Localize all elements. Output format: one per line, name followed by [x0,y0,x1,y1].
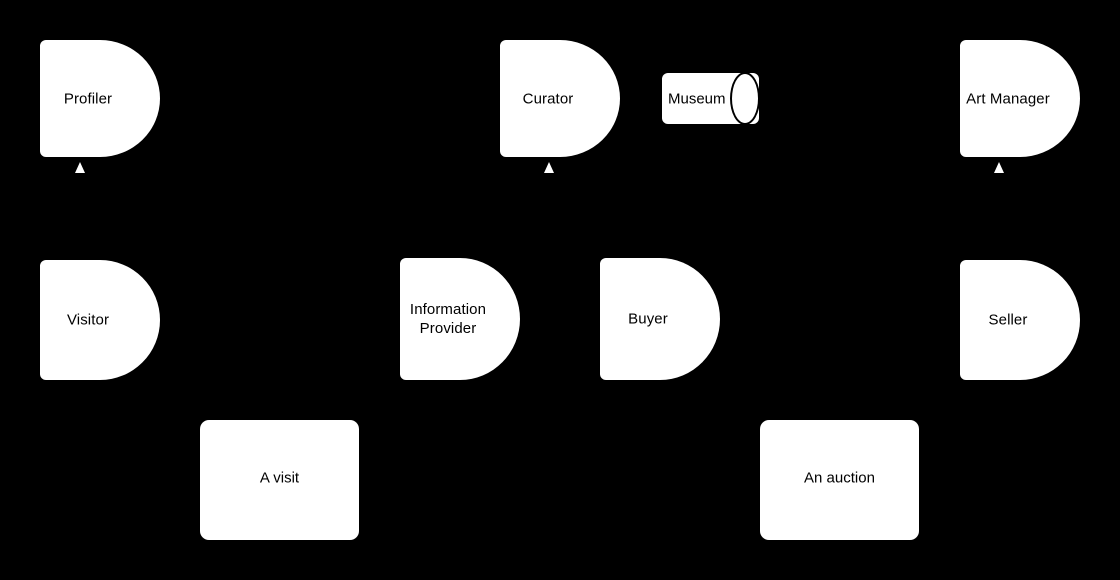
actor-shape-information-provider [400,258,520,380]
actor-shape-visitor [40,260,160,380]
box-label-a-visit: A visit [259,469,300,487]
datastore-cap-museum [730,72,760,125]
actor-node-art-manager[interactable]: Art Manager [960,40,1080,157]
arrowhead-icon-curator [544,162,554,173]
arrowhead-icon-profiler [75,162,85,173]
actor-node-profiler[interactable]: Profiler [40,40,160,157]
actor-shape-art-manager [960,40,1080,157]
datastore-node-museum[interactable]: Museum [662,72,760,125]
box-node-a-visit[interactable]: A visit [200,420,359,540]
actor-shape-buyer [600,258,720,380]
box-node-an-auction[interactable]: An auction [760,420,919,540]
actor-node-buyer[interactable]: Buyer [600,258,720,380]
actor-node-curator[interactable]: Curator [500,40,620,157]
actor-node-information-provider[interactable]: Information Provider [400,258,520,380]
actor-shape-profiler [40,40,160,157]
actor-node-seller[interactable]: Seller [960,260,1080,380]
box-label-an-auction: An auction [804,469,875,487]
arrowhead-icon-art-manager [994,162,1004,173]
actor-node-visitor[interactable]: Visitor [40,260,160,380]
actor-shape-curator [500,40,620,157]
datastore-label-museum: Museum [668,90,726,107]
actor-shape-seller [960,260,1080,380]
